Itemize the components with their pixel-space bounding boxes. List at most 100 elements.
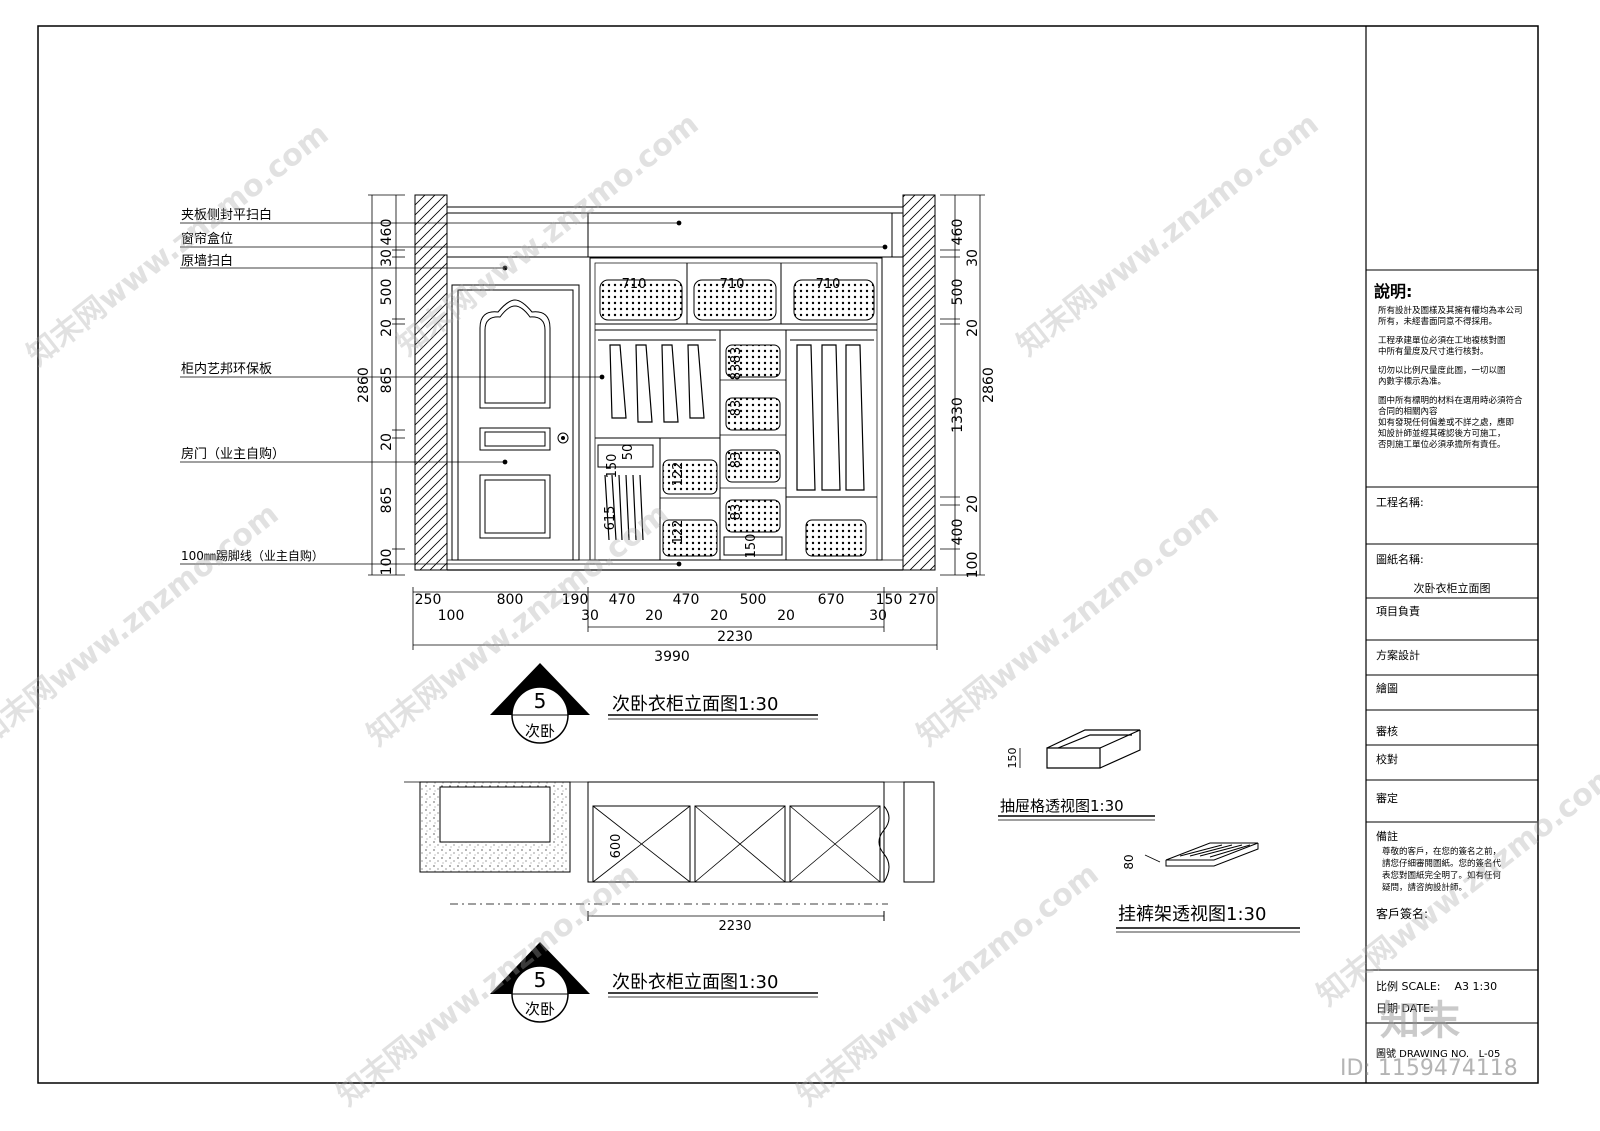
elevation-drawing: 夹板侧封平扫白 窗帘盒位 原墙扫白 柜内艺邦环保板 房门（业主自购） 100㎜踢… (180, 194, 997, 665)
dim-bottom-500: 500 (740, 592, 767, 608)
inner-dim-83b: 83 (729, 400, 744, 417)
inner-dim-83c: 83 (729, 452, 744, 469)
note-line: 否則施工單位必須承擔所有責任。 (1378, 440, 1506, 450)
dim-bottom-150: 150 (876, 592, 903, 608)
dim-left-20b: 20 (379, 433, 395, 451)
dim-right-400: 400 (950, 519, 966, 546)
shelf-width-1: 710 (622, 277, 647, 292)
row-review: 審核 (1376, 725, 1398, 738)
dim-right-100: 100 (965, 552, 981, 579)
drawer-dim: 150 (1006, 748, 1019, 769)
callout-door: 房门（业主自购） (181, 446, 285, 462)
inner-dim-122b: 122 (671, 520, 686, 545)
inner-dim-83a: 83 (729, 347, 744, 364)
note-line: 所有設計及圖樣及其擁有權均為本公司 (1378, 306, 1523, 316)
dim-left-865b: 865 (379, 487, 395, 514)
drawing-name: 次卧衣柜立面图 (1413, 582, 1491, 595)
note-line: 工程承建單位必須在工地複核對圖 (1378, 336, 1506, 346)
dim-bottom-20c: 20 (777, 608, 795, 624)
note-line: 切勿以比例尺量度此圖，一切以圖 (1378, 366, 1506, 376)
rack-title: 挂裤架透视图1:30 (1118, 904, 1266, 925)
dim-bottom-190: 190 (562, 592, 589, 608)
dim-bottom-20a: 20 (645, 608, 663, 624)
drawing-title-2: 次卧衣柜立面图1:30 (612, 972, 778, 993)
row-scheme-design: 方案設計 (1376, 649, 1420, 662)
dim-overall-total: 3990 (654, 649, 690, 665)
remark-line: 請您仔細審閱圖紙。您的簽名代 (1382, 859, 1502, 869)
scale: 比例 SCALE: A3 1:30 (1376, 980, 1498, 993)
watermark-logo: 知末 (1380, 998, 1460, 1044)
inner-dim-150a: 150 (605, 454, 620, 479)
row-drafting: 繪圖 (1376, 682, 1398, 695)
notes-header: 說明: (1374, 282, 1413, 301)
row-check: 校對 (1376, 753, 1398, 766)
drawing-title-1: 次卧衣柜立面图1:30 (612, 694, 778, 715)
dim-bottom-250: 250 (415, 592, 442, 608)
dim-right-20a: 20 (965, 319, 981, 337)
project-name-label: 工程名稱: (1376, 496, 1424, 509)
door (451, 284, 580, 561)
plan-view: 600 2230 (404, 781, 935, 934)
remark-line: 尊敬的客戶，在您的簽名之前， (1382, 847, 1502, 857)
section-symbol-1: 5 次卧 (490, 663, 590, 744)
plan-width: 2230 (718, 919, 751, 934)
remark-line: 疑問，請咨詢設計師。 (1382, 883, 1468, 893)
dim-bottom-30a: 30 (581, 608, 599, 624)
dim-left-100: 100 (379, 549, 395, 576)
dim-left-460: 460 (379, 219, 395, 246)
dim-right-1330: 1330 (950, 397, 966, 433)
dim-bottom-20b: 20 (710, 608, 728, 624)
note-line: 所有，未經書面同意不得採用。 (1378, 317, 1498, 327)
dim-bottom-470a: 470 (609, 592, 636, 608)
date: 日期 DATE: (1376, 1002, 1434, 1015)
callout-plywood-seal: 夹板侧封平扫白 (181, 207, 272, 223)
dim-left-total: 2860 (356, 367, 372, 403)
callout-curtain-box: 窗帘盒位 (181, 231, 233, 247)
inner-dim-150b: 150 (744, 534, 759, 559)
inner-dim-50: 50 (621, 444, 636, 461)
shelf-width-2: 710 (720, 277, 745, 292)
callout-board: 柜内艺邦环保板 (181, 361, 272, 377)
shelf-width-3: 710 (816, 277, 841, 292)
dim-right-500: 500 (950, 279, 966, 306)
symbol-room-1: 次卧 (525, 722, 555, 740)
row-project-lead: 項目負責 (1376, 605, 1420, 618)
callout-skirting: 100㎜踢脚线（业主自购） (181, 548, 324, 563)
dim-bottom-270: 270 (909, 592, 936, 608)
inner-dim-83d: 83 (729, 504, 744, 521)
trousers-rack: 80 (1122, 842, 1259, 870)
symbol-number-2: 5 (534, 968, 547, 992)
symbol-number-1: 5 (534, 689, 547, 713)
dim-inner-total: 2230 (717, 629, 753, 645)
client-sign: 客戶簽名: (1376, 907, 1429, 921)
callout-wall-paint: 原墙扫白 (181, 253, 233, 269)
row-approve: 審定 (1376, 792, 1398, 805)
dim-bottom-30b: 30 (869, 608, 887, 624)
left-wall (414, 194, 448, 571)
watermark-id: ID: 1159474118 (1340, 1056, 1518, 1081)
inner-dim-122a: 122 (671, 462, 686, 487)
dim-right-total: 2860 (981, 367, 997, 403)
plan-depth: 600 (609, 834, 624, 859)
rack-dim: 80 (1122, 854, 1136, 869)
dim-left-865a: 865 (379, 367, 395, 394)
symbol-room-2: 次卧 (525, 1000, 555, 1018)
dim-right-30: 30 (965, 249, 981, 267)
remark-line: 表您對圖紙完全明了。如有任何 (1382, 871, 1502, 881)
right-wall (902, 194, 936, 571)
sheet-border (37, 25, 1539, 1084)
note-line: 內數字標示為准。 (1378, 377, 1447, 387)
inner-dim-615: 615 (603, 506, 618, 531)
remarks-label: 備註 (1376, 830, 1398, 843)
remarks-block: 尊敬的客戶，在您的簽名之前， 請您仔細審閱圖紙。您的簽名代 表您對圖紙完全明了。… (1382, 846, 1534, 894)
note-line: 合同的相關內容 (1378, 407, 1438, 417)
dim-left-20a: 20 (379, 319, 395, 337)
dim-left-30: 30 (379, 249, 395, 267)
drawer-title: 抽屉格透视图1:30 (1000, 797, 1124, 815)
notes-block: 所有設計及圖樣及其擁有權均為本公司 所有，未經書面同意不得採用。 工程承建單位必… (1378, 306, 1534, 451)
folded-clothes (599, 279, 875, 557)
dim-bottom-800: 800 (497, 592, 524, 608)
inner-dim-83e: 83 (729, 364, 744, 381)
drawing-number: 圖號 DRAWING NO. L-05 (1376, 1049, 1501, 1060)
